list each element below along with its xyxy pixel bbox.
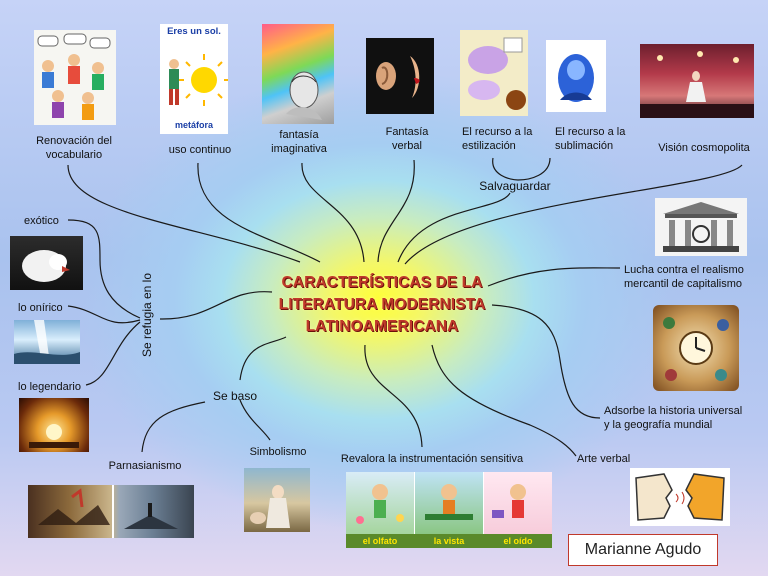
parnasianism-paintings-image: [28, 485, 194, 538]
cosmopolitan-scene-image: [640, 44, 754, 118]
fantasy-woman-image: [262, 24, 334, 124]
label-parnasianismo: Parnasianismo: [108, 460, 182, 472]
sense-label-smell: el olfato: [362, 536, 398, 546]
label-salvaguardar: Salvaguardar: [479, 179, 551, 193]
title-line-2: LITERATURA MODERNISTA: [278, 296, 486, 313]
line-estilizacion: [492, 157, 519, 181]
symbolism-painting-image: [244, 468, 310, 532]
line-se-refugia: [159, 291, 273, 320]
sense-label-sight: la vista: [433, 536, 465, 546]
metafora-caption-bottom: metáfora: [174, 120, 213, 130]
metafora-caption-top: Eres un sol.: [167, 26, 221, 37]
legendary-glow-image: [19, 398, 89, 452]
label-se-refugia: Se refugia en lo: [140, 272, 154, 358]
line-arte: [431, 344, 577, 457]
central-title: CARACTERÍSTICAS DE LA LITERATURA MODERNI…: [262, 272, 502, 338]
line-fantasia-verbal: [377, 159, 415, 263]
label-exotico: exótico: [24, 215, 59, 227]
line-vision: [404, 164, 743, 265]
line-renovacion: [67, 164, 301, 263]
world-clock-image: [653, 305, 739, 391]
line-se-baso: [239, 336, 287, 381]
metafora-sun-image: Eres un sol. metáfora: [160, 24, 228, 134]
white-lion-image: [10, 236, 83, 290]
label-onirico: lo onírico: [18, 302, 63, 314]
label-arte-verbal: Arte verbal: [577, 453, 631, 465]
dream-waterfall-image: [14, 320, 80, 364]
title-line-3: LATINOAMERICANA: [305, 318, 459, 335]
estilizacion-image: [460, 30, 528, 116]
line-revalora: [364, 344, 423, 448]
line-parnasianismo: [141, 401, 206, 453]
talking-heads-image: [630, 468, 730, 526]
label-legendario: lo legendario: [18, 381, 81, 393]
faces-profile-image: [366, 38, 434, 114]
title-line-1: CARACTERÍSTICAS DE LA: [281, 274, 483, 291]
label-uso-continuo: uso continuo: [168, 144, 232, 156]
cartoon-people-image: [34, 30, 116, 125]
line-onirico: [67, 305, 141, 324]
line-exotico: [67, 219, 141, 319]
label-se-baso: Se baso: [212, 389, 258, 403]
line-sublimacion: [517, 157, 551, 181]
label-vision-cosmopolita: Visión cosmopolita: [658, 142, 750, 154]
line-salvaguardar: [397, 192, 511, 263]
line-uso-continuo: [197, 162, 321, 263]
senses-strip: el olfato la vista el oído: [346, 472, 552, 548]
line-lucha: [487, 267, 621, 287]
label-simbolismo: Simbolismo: [249, 446, 307, 458]
temple-mechanism-image: [655, 198, 747, 256]
line-fantasia-imaginativa: [301, 162, 365, 263]
sense-label-hearing: el oído: [503, 536, 533, 546]
line-simbolismo: [239, 399, 271, 441]
label-revalora: Revalora la instrumentación sensitiva: [340, 453, 524, 465]
line-adsorbe: [491, 304, 601, 419]
line-legendario: [85, 321, 141, 386]
sublimacion-image: [546, 40, 606, 112]
author-box: Marianne Agudo: [568, 534, 718, 566]
